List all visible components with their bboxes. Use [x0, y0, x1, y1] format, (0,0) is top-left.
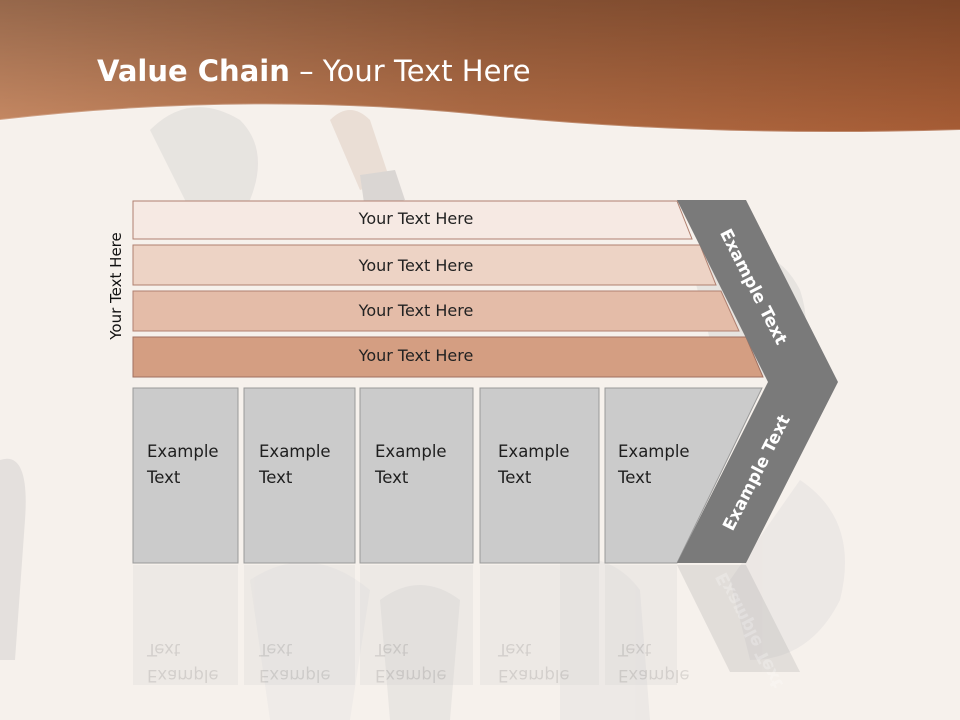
activity-box-1 — [132, 387, 239, 564]
band-label-2: Your Text Here — [358, 256, 474, 275]
band-1 — [132, 200, 693, 240]
band-3 — [132, 290, 740, 332]
title-bold: Value Chain — [97, 54, 290, 88]
band-label-1: Your Text Here — [358, 209, 474, 228]
band-label-3: Your Text Here — [358, 301, 474, 320]
title-rest: – Your Text Here — [289, 54, 531, 88]
activity-box-4 — [479, 387, 600, 564]
band-2 — [132, 244, 717, 286]
activity-box-3 — [359, 387, 474, 564]
side-label: Your Text Here — [107, 232, 125, 340]
chevron-arrow — [677, 200, 838, 563]
background-figure — [0, 107, 845, 720]
band-4 — [132, 336, 764, 378]
reflection-group — [133, 565, 800, 685]
slide-title: Value Chain – Your Text Here — [97, 54, 531, 88]
activity-box-2 — [243, 387, 356, 564]
band-label-4: Your Text Here — [358, 346, 474, 365]
